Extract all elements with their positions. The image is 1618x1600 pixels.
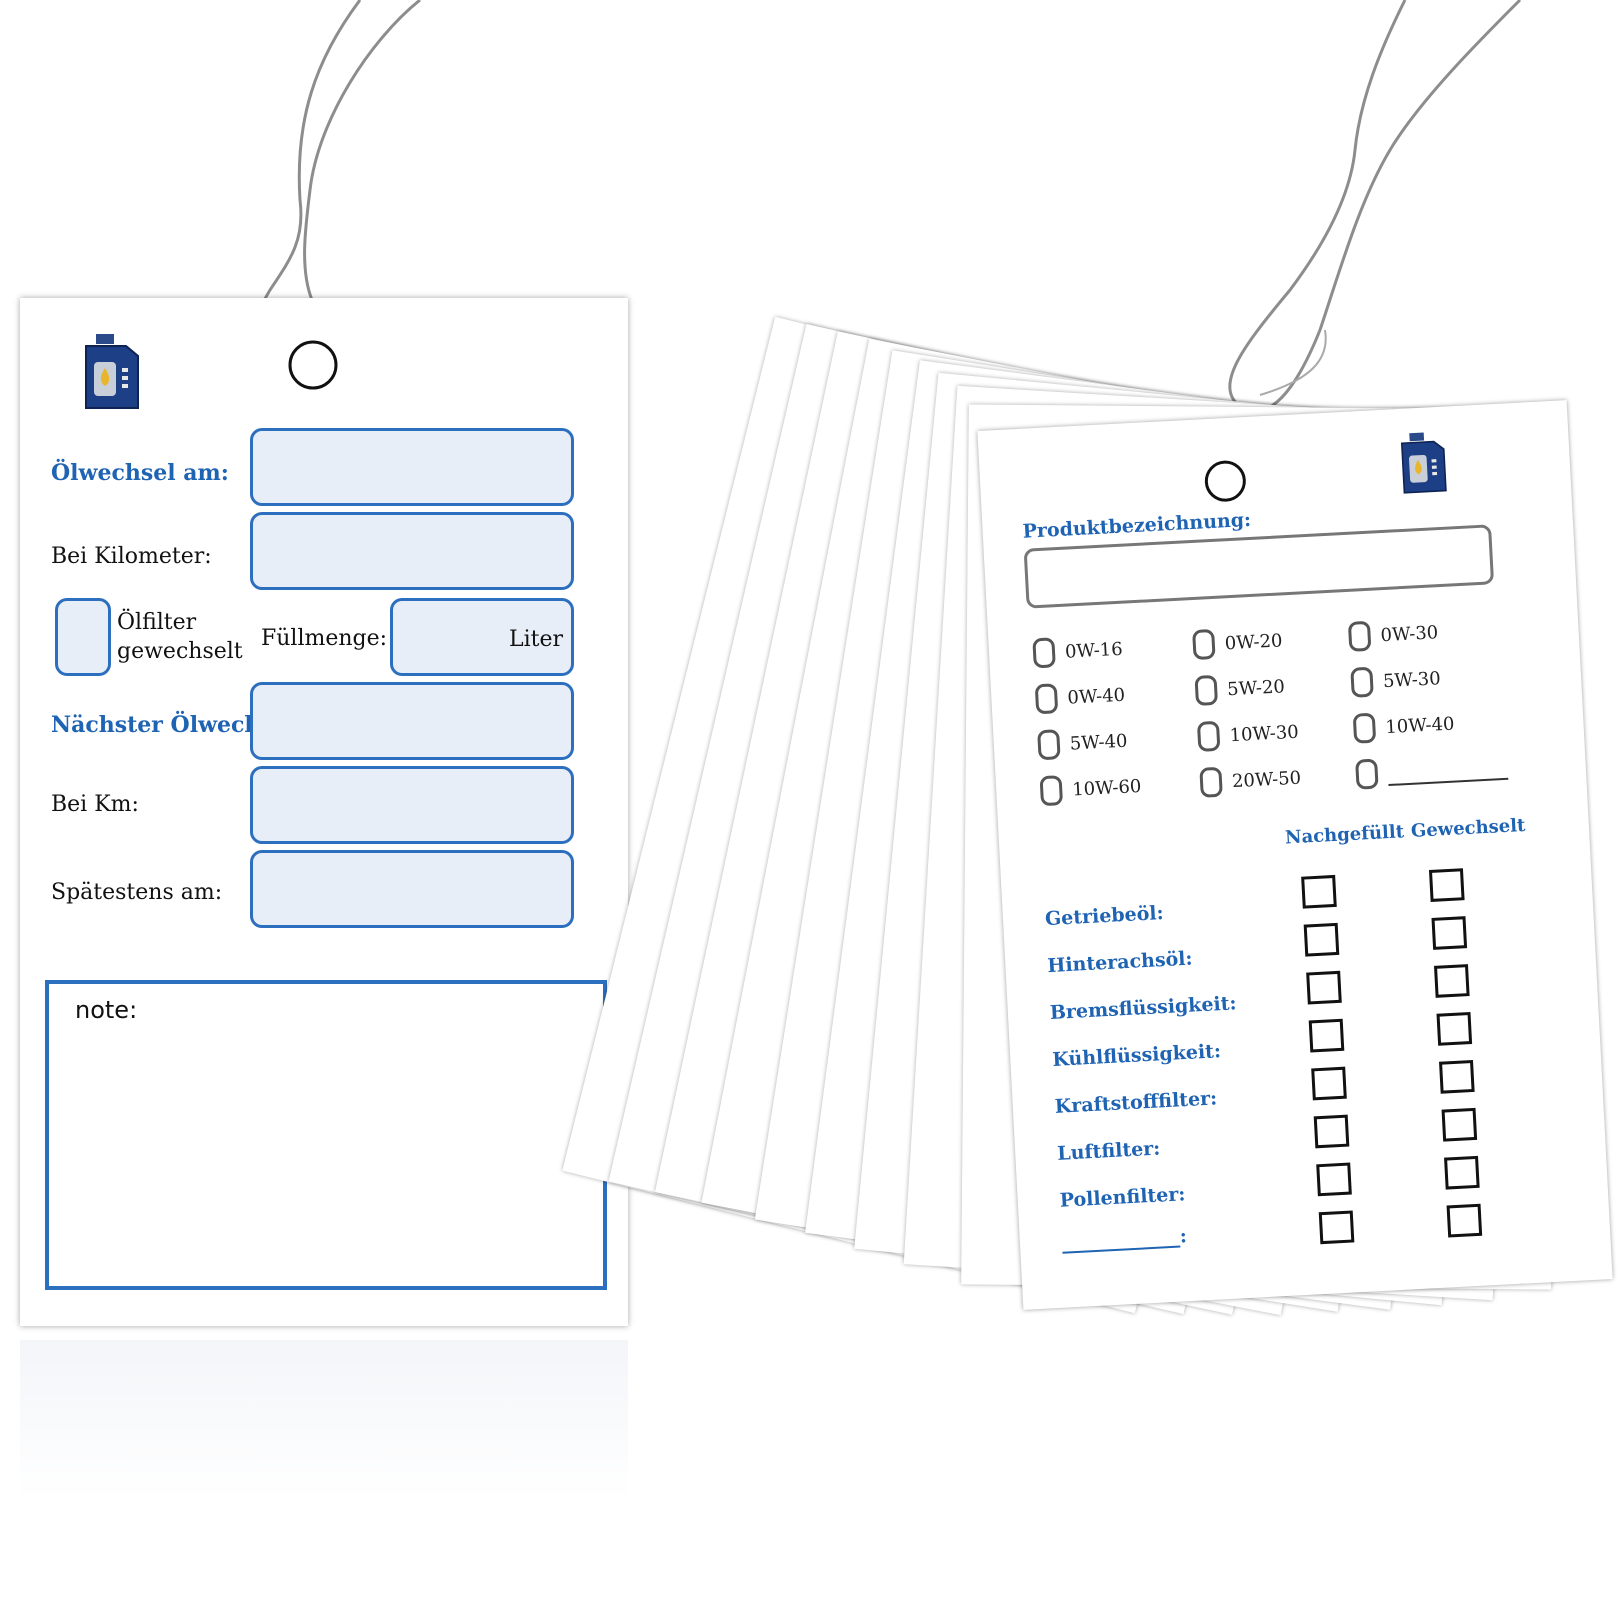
- item-bremsfluessigkeit: Bremsflüssigkeit:: [1049, 992, 1238, 1025]
- item-custom: :: [1061, 1225, 1187, 1254]
- note-label: note:: [75, 996, 138, 1024]
- checkbox-nachgefuellt[interactable]: [1311, 1066, 1347, 1101]
- checkbox-oelfilter[interactable]: [55, 598, 111, 676]
- label-fuellmenge: Füllmenge:: [261, 626, 388, 651]
- option-visc[interactable]: 0W-20: [1192, 625, 1283, 661]
- checkbox-gewechselt[interactable]: [1439, 1059, 1475, 1094]
- checkbox-gewechselt[interactable]: [1436, 1012, 1473, 1046]
- label-bei-kilometer: Bei Kilometer:: [51, 544, 212, 569]
- right-oil-tag: Produktbezeichnung: 0W-16 0W-20 0W-30 0W…: [977, 400, 1613, 1310]
- col-nachgefuellt: Nachgefüllt: [1284, 821, 1405, 849]
- custom-item-line[interactable]: [1061, 1227, 1181, 1254]
- option-visc[interactable]: 10W-40: [1352, 708, 1456, 744]
- field-oelwechsel-am[interactable]: [250, 428, 574, 506]
- tag-reflection: [20, 1340, 628, 1500]
- option-visc[interactable]: 20W-50: [1199, 763, 1302, 798]
- checkbox-gewechselt[interactable]: [1433, 964, 1470, 998]
- oil-can-icon: [85, 334, 139, 409]
- eyelet-ring-icon: [288, 340, 338, 390]
- checkbox-nachgefuellt[interactable]: [1308, 1018, 1345, 1053]
- label-oelwechsel-am: Ölwechsel am:: [51, 460, 229, 486]
- checkbox-gewechselt[interactable]: [1441, 1107, 1478, 1142]
- item-getriebeoel: Getriebeöl:: [1044, 901, 1165, 931]
- checkbox-nachgefuellt[interactable]: [1318, 1210, 1355, 1245]
- checkbox-nachgefuellt[interactable]: [1306, 970, 1342, 1005]
- checkbox-gewechselt[interactable]: [1444, 1155, 1480, 1190]
- label-bei-km: Bei Km:: [51, 792, 139, 817]
- liter-unit: Liter: [508, 627, 563, 652]
- field-bei-kilometer[interactable]: [250, 512, 574, 590]
- item-kraftstofffilter: Kraftstofffilter:: [1054, 1087, 1218, 1118]
- note-box[interactable]: note:: [45, 980, 607, 1290]
- eyelet-ring-icon: [1204, 460, 1246, 502]
- option-visc-custom[interactable]: [1355, 752, 1509, 790]
- checkbox-nachgefuellt[interactable]: [1316, 1162, 1352, 1197]
- checkbox-gewechselt[interactable]: [1446, 1203, 1483, 1238]
- field-fuellmenge[interactable]: Liter: [390, 598, 574, 676]
- custom-visc-line[interactable]: [1387, 753, 1509, 787]
- option-visc[interactable]: 5W-20: [1194, 671, 1285, 706]
- label-spaetestens: Spätestens am:: [51, 880, 223, 905]
- checkbox-gewechselt[interactable]: [1428, 868, 1465, 902]
- checkbox-nachgefuellt[interactable]: [1301, 874, 1337, 909]
- item-kuehlfluessigkeit: Kühlflüssigkeit:: [1051, 1040, 1222, 1071]
- checkbox-gewechselt[interactable]: [1431, 916, 1468, 950]
- option-visc[interactable]: 0W-40: [1034, 680, 1126, 715]
- oil-can-icon: [1400, 432, 1447, 494]
- item-pollenfilter: Pollenfilter:: [1059, 1183, 1186, 1212]
- option-visc[interactable]: 5W-40: [1037, 726, 1128, 761]
- field-naechster-oelwechsel[interactable]: [250, 682, 574, 760]
- field-spaetestens[interactable]: [250, 850, 574, 928]
- checkbox-nachgefuellt[interactable]: [1313, 1114, 1350, 1149]
- col-gewechselt: Gewechselt: [1410, 814, 1526, 842]
- item-luftfilter: Luftfilter:: [1056, 1137, 1161, 1165]
- checkbox-nachgefuellt[interactable]: [1303, 922, 1340, 957]
- option-visc[interactable]: 0W-16: [1032, 634, 1123, 669]
- option-visc[interactable]: 10W-60: [1039, 771, 1143, 807]
- field-bei-km[interactable]: [250, 766, 574, 844]
- option-visc[interactable]: 10W-30: [1196, 717, 1300, 752]
- item-hinterachsoel: Hinterachsöl:: [1046, 947, 1194, 978]
- left-oil-tag: Ölwechsel am: Bei Kilometer: Ölfilter ge…: [20, 298, 628, 1326]
- label-oelfilter-2: gewechselt: [117, 639, 243, 664]
- option-visc[interactable]: 5W-30: [1350, 663, 1441, 698]
- label-oelfilter-1: Ölfilter: [117, 610, 197, 635]
- option-visc[interactable]: 0W-30: [1347, 617, 1439, 652]
